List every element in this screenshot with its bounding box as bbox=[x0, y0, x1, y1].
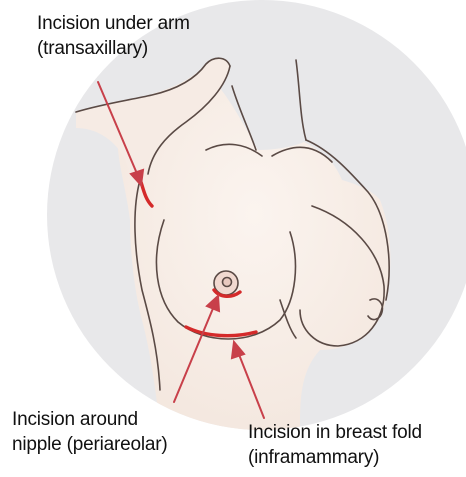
label-periareolar: Incision around nipple (periareolar) bbox=[12, 407, 167, 457]
label-periareolar-line1: Incision around bbox=[12, 407, 167, 432]
label-transaxillary-line2: (transaxillary) bbox=[37, 36, 190, 61]
label-transaxillary: Incision under arm (transaxillary) bbox=[37, 11, 190, 61]
label-inframammary-line2: (inframammary) bbox=[248, 445, 422, 470]
label-periareolar-line2: nipple (periareolar) bbox=[12, 432, 167, 457]
left-nipple bbox=[223, 278, 232, 287]
label-transaxillary-line1: Incision under arm bbox=[37, 11, 190, 36]
label-inframammary: Incision in breast fold (inframammary) bbox=[248, 420, 422, 470]
label-inframammary-line1: Incision in breast fold bbox=[248, 420, 422, 445]
